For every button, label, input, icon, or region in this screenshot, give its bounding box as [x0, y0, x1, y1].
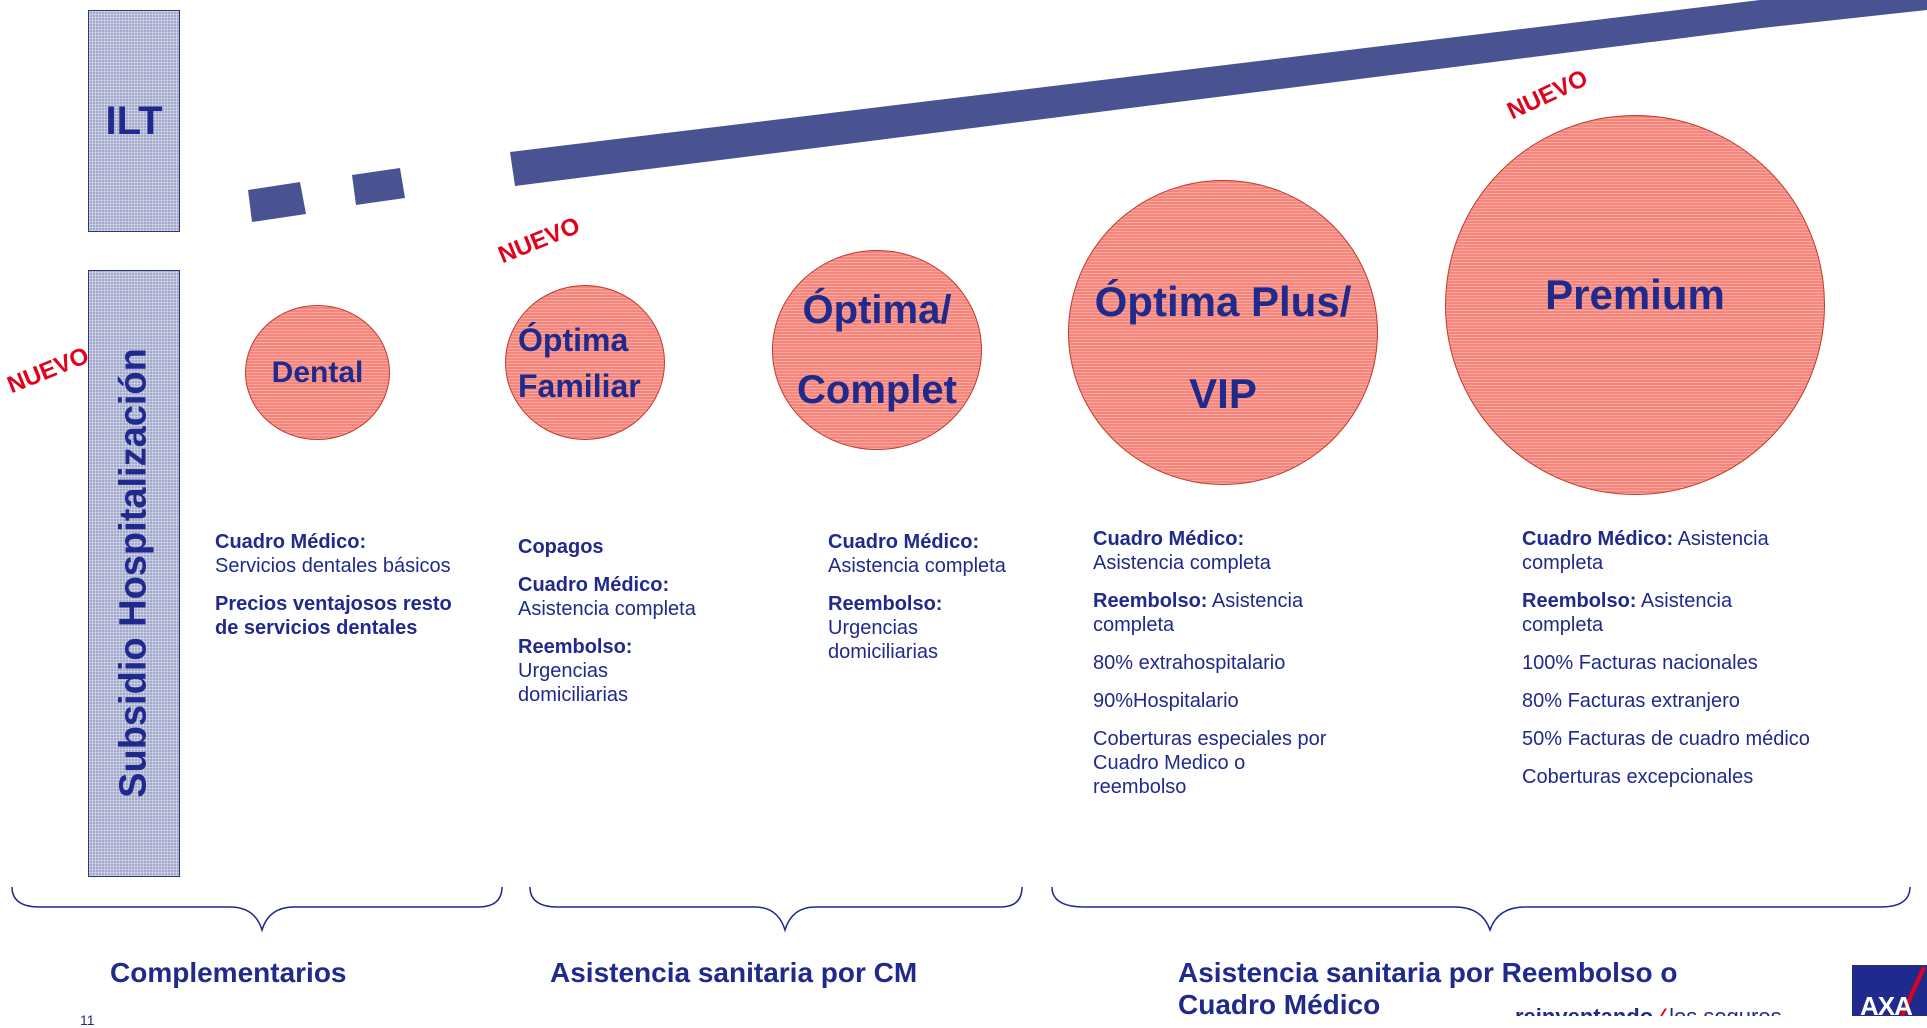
product-circle-dental: Dental — [245, 305, 390, 440]
premium-line-4: Coberturas excepcionales — [1522, 766, 1754, 788]
slogan: reinventando ⁄ los seguros — [1515, 1000, 1840, 1016]
ilt-box: ILT — [88, 10, 180, 232]
familiar-cuadro-title: Cuadro Médico: — [518, 574, 670, 596]
details-complet: Cuadro Médico: Asistencia completa Reemb… — [828, 530, 1058, 678]
brace-complementarios — [11, 886, 503, 933]
arrow-main — [510, 0, 1927, 186]
product-circle-optima-complet: Óptima/ Complet — [772, 250, 982, 450]
axa-logo-slash-icon — [1900, 966, 1926, 1016]
vip-cuadro-text: Asistencia completa — [1093, 552, 1271, 574]
product-circle-optima-plus-vip: Óptima Plus/ VIP — [1068, 180, 1378, 485]
product-name-familiar-1: Óptima — [518, 321, 629, 358]
group-label-complementarios: Complementarios — [110, 957, 347, 988]
slash-icon: ⁄ — [1659, 1004, 1663, 1016]
subsidio-box: Subsidio Hospitalización — [88, 270, 180, 877]
product-name-vip-2: VIP — [1189, 370, 1257, 417]
group-label-cm: Asistencia sanitaria por CM — [550, 957, 918, 988]
details-vip: Cuadro Médico: Asistencia completa Reemb… — [1093, 527, 1373, 813]
vip-line-1: 80% extrahospitalario — [1093, 652, 1286, 674]
growth-arrow — [248, 0, 1927, 222]
complet-reembolso-text: Urgencias domiciliarias — [828, 617, 939, 663]
vip-line-3: Coberturas especiales por Cuadro Medico … — [1093, 728, 1327, 798]
premium-cuadro-title: Cuadro Médico: — [1522, 528, 1674, 550]
product-name-familiar-2: Familiar — [518, 367, 641, 404]
arrow-dash-1 — [248, 182, 306, 222]
page-number: 11 — [80, 1012, 95, 1028]
slogan-left: reinventando — [1515, 1004, 1653, 1016]
brace-reembolso — [1051, 886, 1911, 933]
dental-cuadro-title: Cuadro Médico: — [215, 531, 367, 553]
product-name-premium: Premium — [1545, 271, 1725, 318]
premium-line-3: 50% Facturas de cuadro médico — [1522, 728, 1810, 750]
ilt-label: ILT — [105, 98, 163, 143]
product-circle-optima-familiar: Óptima Familiar — [505, 285, 665, 440]
familiar-copagos: Copagos — [518, 536, 604, 558]
subsidio-label: Subsidio Hospitalización — [112, 348, 155, 798]
vip-line-2: 90%Hospitalario — [1093, 690, 1239, 712]
product-name-vip-1: Óptima Plus/ — [1094, 278, 1352, 325]
premium-reembolso-title: Reembolso: — [1522, 590, 1637, 612]
familiar-cuadro-text: Asistencia completa — [518, 598, 696, 620]
premium-reembolso-text: Asistencia completa — [1522, 590, 1733, 636]
brace-cm — [529, 886, 1023, 933]
details-dental: Cuadro Médico: Servicios dentales básico… — [215, 530, 455, 654]
arrow-dash-2 — [352, 168, 405, 205]
details-premium: Cuadro Médico: Asistencia completa Reemb… — [1522, 527, 1852, 803]
vip-reembolso-text: Asistencia completa — [1093, 590, 1304, 636]
premium-line-2: 80% Facturas extranjero — [1522, 690, 1740, 712]
premium-cuadro-text: Asistencia completa — [1522, 528, 1769, 574]
axa-logo: AXA — [1852, 965, 1927, 1016]
group-label-reembolso: Asistencia sanitaria por Reembolso o Cua… — [1178, 957, 1678, 1020]
complet-reembolso-title: Reembolso: — [828, 593, 943, 615]
group-braces — [11, 886, 1911, 933]
product-circle-premium: Premium — [1445, 115, 1825, 495]
dental-precios: Precios ventajosos resto de servicios de… — [215, 593, 452, 639]
slogan-right: los seguros — [1669, 1004, 1782, 1016]
familiar-reembolso-title: Reembolso: — [518, 636, 633, 658]
product-name-dental: Dental — [271, 355, 364, 389]
complet-cuadro-title: Cuadro Médico: — [828, 531, 980, 553]
premium-line-1: 100% Facturas nacionales — [1522, 652, 1758, 674]
product-name-complet-1: Óptima/ — [802, 288, 952, 332]
vip-cuadro-title: Cuadro Médico: — [1093, 528, 1245, 550]
familiar-reembolso-text: Urgencias domiciliarias — [518, 660, 629, 706]
axa-logo-text: AXA — [1860, 991, 1913, 1016]
complet-cuadro-text: Asistencia completa — [828, 555, 1006, 577]
details-familiar: Copagos Cuadro Médico: Asistencia comple… — [518, 535, 748, 721]
product-name-complet-2: Complet — [797, 368, 957, 412]
vip-reembolso-title: Reembolso: — [1093, 590, 1208, 612]
dental-cuadro-text: Servicios dentales básicos — [215, 555, 451, 577]
nuevo-badge-left: NUEVO — [3, 342, 93, 400]
